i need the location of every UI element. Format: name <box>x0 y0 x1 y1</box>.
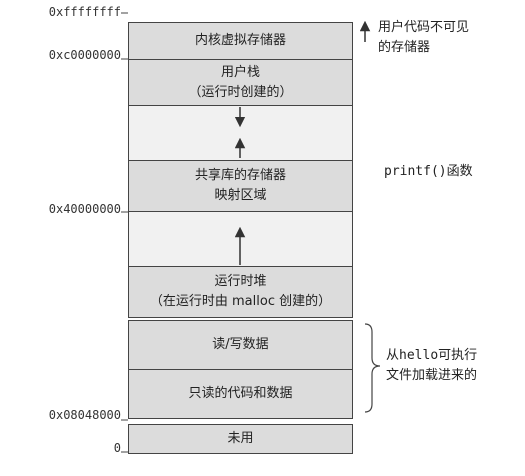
user-stack-label: 用户栈 <box>220 64 260 80</box>
address-text-start: 0x08048000 <box>48 408 121 422</box>
address-top: 0xffffffff <box>48 5 121 19</box>
shared-library-label: 共享库的存储器 <box>194 168 286 183</box>
loaded-note-line1: 从hello可执行 <box>386 346 477 366</box>
kernel-virtual-memory-segment: 内核虚拟存储器 <box>128 22 353 60</box>
runtime-heap-label: 运行时堆 <box>214 274 267 289</box>
loaded-prefix: 从 <box>386 348 400 363</box>
read-write-data-label: 读/写数据 <box>212 337 269 352</box>
loaded-suffix: 可执行 <box>438 348 478 363</box>
kernel-note-line2: 的存储器 <box>378 40 431 55</box>
shared-library-segment: 共享库的存储器 映射区域 <box>128 160 353 212</box>
kernel-note: 用户代码不可见 的存储器 <box>378 18 469 58</box>
printf-text: 函数 <box>446 164 473 179</box>
address-kernel-start: 0xc0000000 <box>48 48 121 62</box>
printf-code: printf() <box>384 164 447 179</box>
read-only-code-segment: 只读的代码和数据 <box>128 369 353 419</box>
loaded-code: hello <box>399 348 439 363</box>
shared-library-sublabel: 映射区域 <box>214 188 267 203</box>
user-stack-sublabel: （运行时创建的） <box>188 84 293 100</box>
runtime-heap-sublabel: （在运行时由 malloc 创建的） <box>149 294 332 309</box>
kernel-note-line1: 用户代码不可见 <box>378 20 470 35</box>
kernel-segment-label: 内核虚拟存储器 <box>194 33 286 48</box>
read-only-code-label: 只读的代码和数据 <box>188 386 293 401</box>
loaded-segments-brace-icon <box>364 323 381 413</box>
loaded-note: 从hello可执行 文件加载进来的 <box>386 346 477 386</box>
unused-segment: 未用 <box>128 424 353 454</box>
loaded-note-line2: 文件加载进来的 <box>386 368 478 383</box>
runtime-heap-segment: 运行时堆 （在运行时由 malloc 创建的） <box>128 266 353 318</box>
printf-note: printf()函数 <box>384 162 473 182</box>
read-write-data-segment: 读/写数据 <box>128 320 353 370</box>
address-zero: 0 <box>113 441 121 455</box>
unused-label: 未用 <box>227 431 254 446</box>
address-shared-lib: 0x40000000 <box>48 202 121 216</box>
user-stack-segment: 用户栈 （运行时创建的） <box>128 59 353 106</box>
